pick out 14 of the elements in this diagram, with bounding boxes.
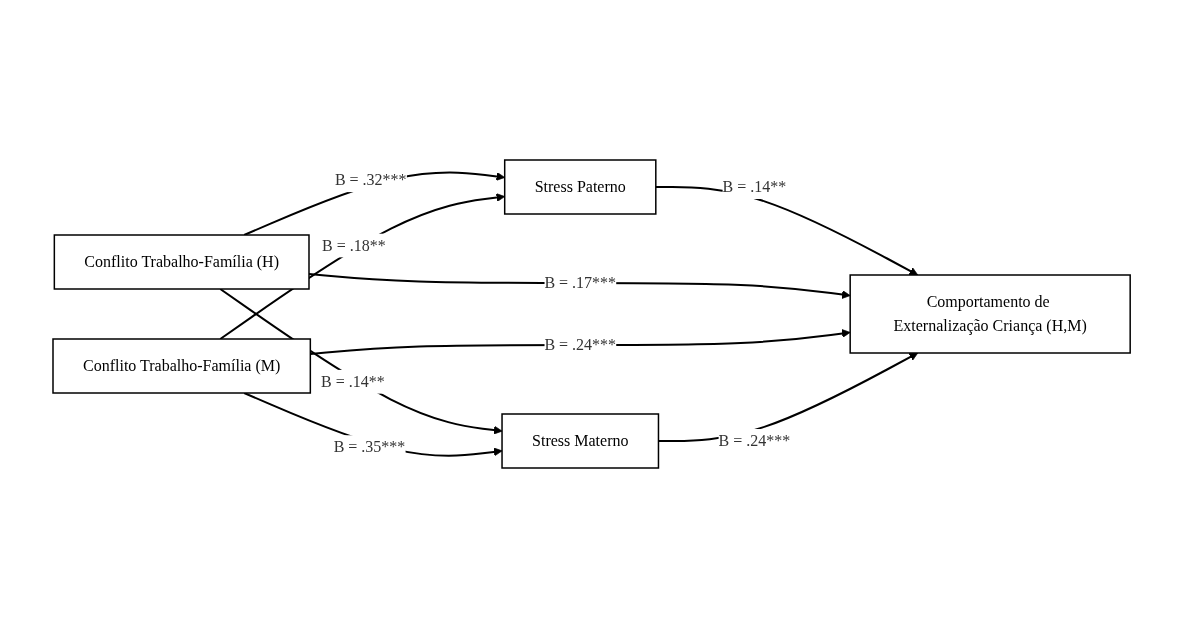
edge-label: B = .18** (321, 236, 386, 254)
edge-label: B = .24*** (544, 335, 617, 353)
edge-label: B = .35*** (333, 437, 406, 455)
node-box: Stress Materno (501, 412, 660, 469)
node-box: Comportamento de Externalização Criança (H,M) (849, 273, 1131, 354)
edge-label: B = .32*** (334, 170, 407, 188)
edge-label: B = .17*** (544, 273, 617, 291)
node-box: Conflito Trabalho-Família (M) (52, 337, 311, 394)
edge-label: B = .24*** (718, 431, 791, 449)
edge-label: B = .14** (722, 177, 787, 195)
edge-label: B = .14** (320, 372, 385, 390)
arrow (219, 192, 505, 340)
node-box: Conflito Trabalho-Família (H) (53, 233, 310, 290)
node-box: Stress Paterno (503, 158, 657, 215)
